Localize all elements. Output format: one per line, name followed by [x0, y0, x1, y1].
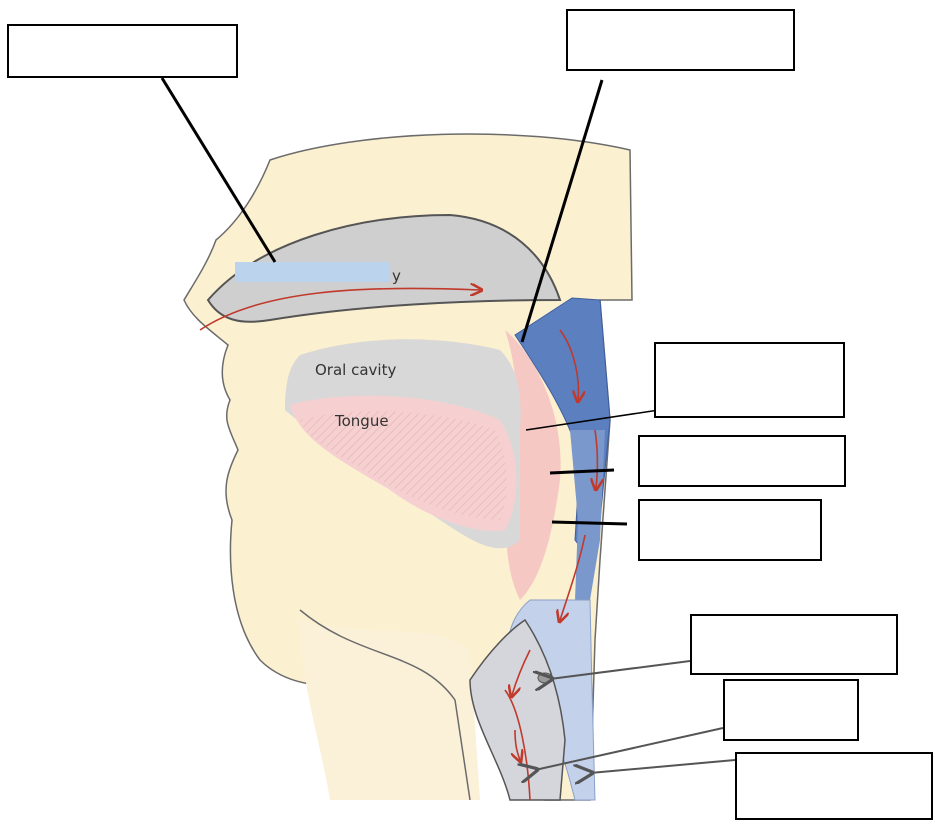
neck-area	[300, 620, 480, 800]
label-box-larynx[interactable]	[723, 679, 859, 741]
boundary-line-2	[552, 522, 627, 524]
leader-line-6	[590, 760, 735, 773]
label-box-soft-palate[interactable]	[654, 342, 845, 418]
label-box-nasopharynx[interactable]	[566, 9, 795, 71]
leader-line-1	[162, 78, 275, 262]
label-box-epiglottis[interactable]	[690, 614, 898, 675]
label-box-nasal-cavity[interactable]	[7, 24, 238, 78]
label-box-laryngopharynx[interactable]	[638, 499, 822, 561]
label-box-esophagus[interactable]	[735, 752, 933, 820]
redacted-label-bar	[235, 262, 390, 282]
tongue-label: Tongue	[334, 412, 389, 430]
label-box-oropharynx[interactable]	[638, 435, 846, 487]
oral-cavity-label: Oral cavity	[315, 361, 396, 379]
nasal-label-fragment: y	[392, 267, 401, 285]
epiglottis-marker	[538, 673, 552, 683]
